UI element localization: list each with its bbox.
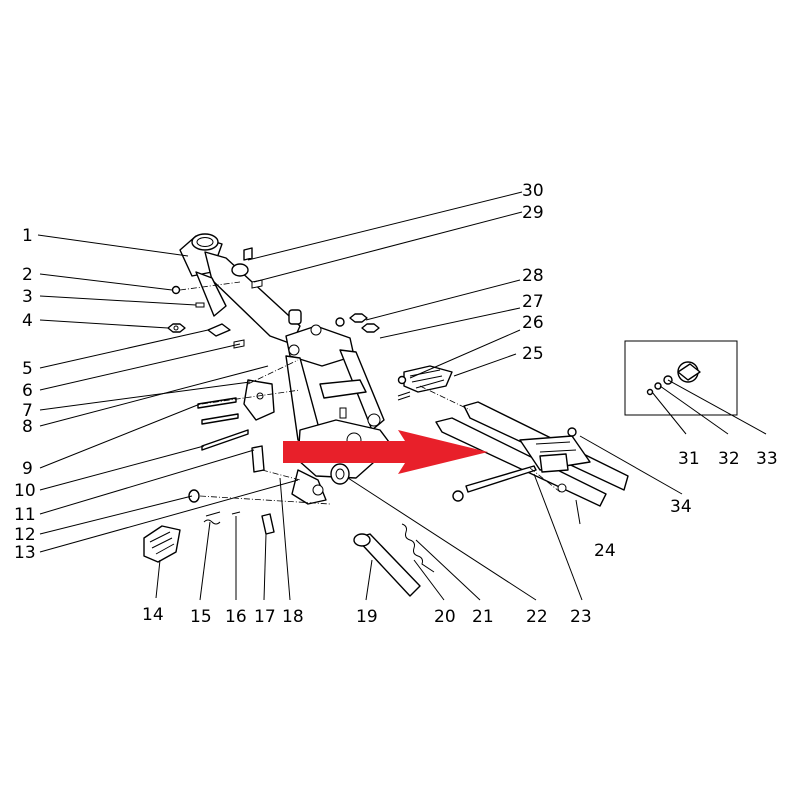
callout-8: 8 <box>22 417 33 437</box>
callout-27: 27 <box>522 292 544 312</box>
frame-drawing <box>167 233 393 505</box>
callout-3: 3 <box>22 287 33 307</box>
callout-9: 9 <box>22 459 33 479</box>
callout-1: 1 <box>22 226 33 246</box>
inset-box <box>624 340 738 416</box>
rear-subframe <box>435 401 629 507</box>
callout-6: 6 <box>22 381 33 401</box>
footpeg-right <box>397 365 453 401</box>
callout-34: 34 <box>670 497 692 517</box>
callout-23: 23 <box>570 607 592 627</box>
callout-30: 30 <box>522 181 544 201</box>
callout-10: 10 <box>14 481 36 501</box>
callout-11: 11 <box>14 505 36 525</box>
callout-19: 19 <box>356 607 378 627</box>
callout-12: 12 <box>14 525 36 545</box>
callout-21: 21 <box>472 607 494 627</box>
leader-lines <box>37 191 767 601</box>
callout-33: 33 <box>756 449 778 469</box>
callout-18: 18 <box>282 607 304 627</box>
red-arrow <box>283 430 488 474</box>
callout-14: 14 <box>142 605 164 625</box>
callout-26: 26 <box>522 313 544 333</box>
callout-2: 2 <box>22 265 33 285</box>
callout-31: 31 <box>678 449 700 469</box>
callout-16: 16 <box>225 607 247 627</box>
callout-7: 7 <box>22 401 33 421</box>
callout-28: 28 <box>522 266 544 286</box>
callout-20: 20 <box>434 607 456 627</box>
centerlines <box>179 281 561 505</box>
callout-22: 22 <box>526 607 548 627</box>
callout-17: 17 <box>254 607 276 627</box>
callout-13: 13 <box>14 543 36 563</box>
callout-24: 24 <box>594 541 616 561</box>
callout-32: 32 <box>718 449 740 469</box>
bottom-parts <box>143 463 435 597</box>
callout-numbers: 1 2 3 4 5 6 7 8 9 10 11 12 13 14 15 16 1… <box>14 181 778 627</box>
callout-29: 29 <box>522 203 544 223</box>
callout-15: 15 <box>190 607 212 627</box>
callout-5: 5 <box>22 359 33 379</box>
callout-25: 25 <box>522 344 544 364</box>
callout-4: 4 <box>22 311 33 331</box>
